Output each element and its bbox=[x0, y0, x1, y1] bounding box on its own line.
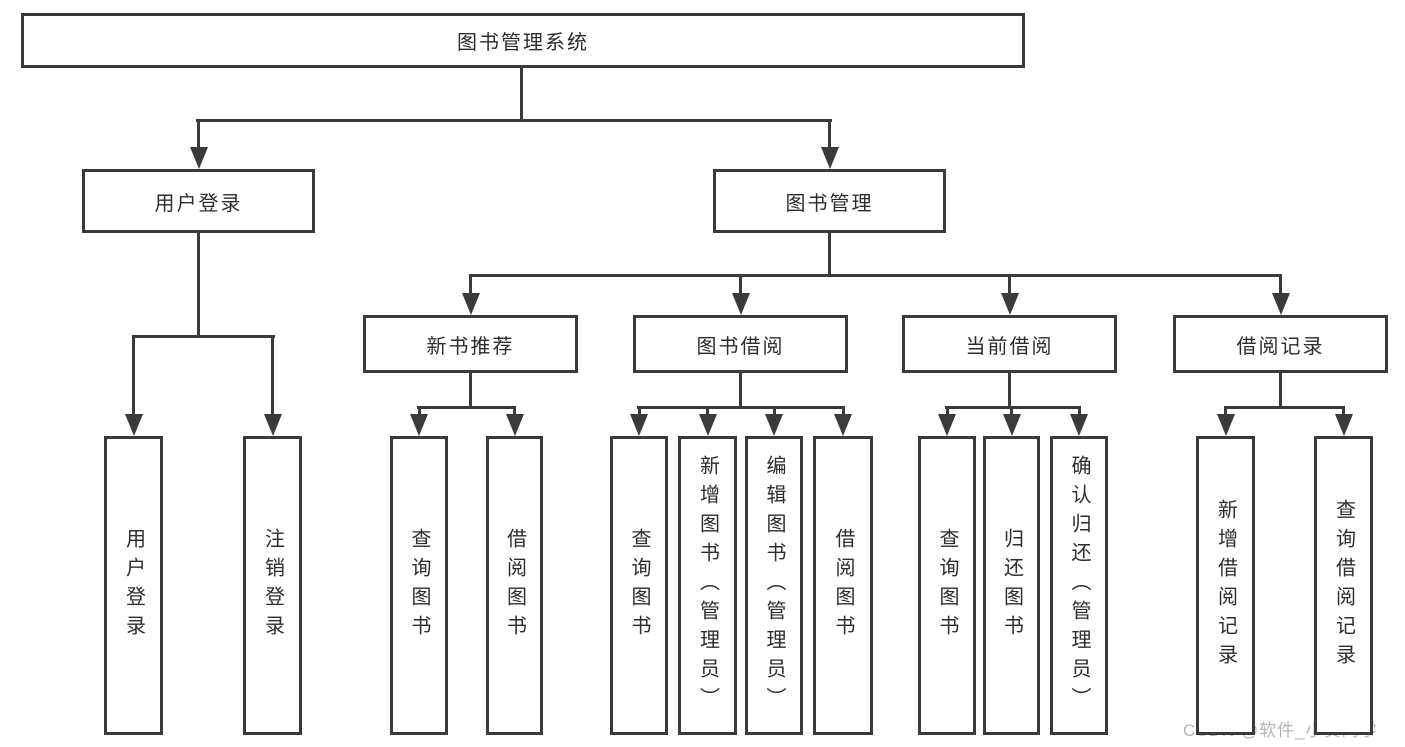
leaf-label: 确认归还（管理员） bbox=[1068, 455, 1090, 716]
leaf-logout: 注销登录 bbox=[243, 436, 302, 735]
leaf-add-books-admin: 新增图书（管理员） bbox=[678, 436, 737, 735]
connector-login-split bbox=[132, 335, 275, 338]
connector-root-trunk bbox=[520, 67, 523, 122]
leaf-query-books-current: 查询图书 bbox=[918, 436, 976, 735]
connector-stem bbox=[772, 406, 776, 416]
leaf-return-books: 归还图书 bbox=[983, 436, 1040, 735]
arrow-down-icon bbox=[1334, 414, 1353, 436]
node-root: 图书管理系统 bbox=[21, 13, 1025, 68]
connector-stem-management bbox=[828, 119, 831, 147]
connector-stem bbox=[271, 335, 274, 414]
arrow-down-icon bbox=[124, 414, 143, 436]
leaf-label: 查询图书 bbox=[408, 527, 430, 644]
leaf-label: 注销登录 bbox=[261, 527, 284, 644]
node-current-borrowing-label: 当前借阅 bbox=[965, 335, 1054, 358]
arrow-down-icon bbox=[1070, 414, 1088, 436]
node-borrow-records-label: 借阅记录 bbox=[1236, 335, 1325, 358]
arrow-down-icon bbox=[1216, 414, 1235, 436]
leaf-label: 用户登录 bbox=[122, 527, 145, 644]
arrow-down-icon bbox=[698, 414, 717, 436]
connector-split bbox=[637, 406, 844, 409]
connector-stem bbox=[417, 406, 421, 416]
connector-stem bbox=[1224, 406, 1227, 416]
connector-stem bbox=[706, 406, 709, 416]
connector-stem bbox=[1010, 406, 1013, 416]
leaf-borrow-books-recommend: 借阅图书 bbox=[486, 436, 543, 735]
arrow-down-icon bbox=[820, 147, 839, 169]
arrow-down-icon bbox=[834, 414, 852, 436]
arrow-down-icon bbox=[1000, 293, 1019, 315]
arrow-down-icon bbox=[765, 414, 783, 436]
node-book-borrowing: 图书借阅 bbox=[633, 315, 848, 373]
connector-stem bbox=[1008, 274, 1011, 293]
leaf-label: 归还图书 bbox=[1000, 527, 1023, 644]
connector-trunk bbox=[469, 373, 472, 409]
connector-stem bbox=[945, 406, 949, 416]
arrow-down-icon bbox=[731, 293, 750, 315]
node-current-borrowing: 当前借阅 bbox=[902, 315, 1117, 373]
leaf-confirm-return-admin: 确认归还（管理员） bbox=[1050, 436, 1108, 735]
leaf-edit-books-admin: 编辑图书（管理员） bbox=[745, 436, 803, 735]
connector-split bbox=[1224, 406, 1345, 409]
node-new-book-recommend-label: 新书推荐 bbox=[426, 335, 515, 358]
leaf-label: 编辑图书（管理员） bbox=[763, 455, 785, 716]
connector-management-trunk bbox=[828, 233, 831, 277]
node-book-borrowing-label: 图书借阅 bbox=[696, 335, 785, 358]
arrow-down-icon bbox=[263, 414, 282, 436]
leaf-query-borrow-record: 查询借阅记录 bbox=[1314, 436, 1373, 735]
node-book-management-label: 图书管理 bbox=[785, 192, 874, 215]
connector-login-trunk bbox=[197, 233, 200, 335]
connector-stem bbox=[841, 406, 845, 416]
connector-management-split bbox=[469, 274, 1282, 277]
arrow-down-icon bbox=[505, 414, 524, 436]
leaf-query-books-recommend: 查询图书 bbox=[390, 436, 448, 735]
connector-stem-login bbox=[197, 119, 200, 147]
connector-stem bbox=[1077, 406, 1081, 416]
node-borrow-records: 借阅记录 bbox=[1173, 315, 1388, 373]
connector-stem bbox=[1279, 274, 1282, 293]
connector-stem bbox=[132, 335, 135, 414]
arrow-down-icon bbox=[189, 147, 208, 169]
node-root-label: 图书管理系统 bbox=[457, 32, 589, 54]
arrow-down-icon bbox=[1002, 414, 1021, 436]
connector-stem bbox=[513, 406, 516, 416]
node-user-login-label: 用户登录 bbox=[154, 192, 243, 215]
arrow-down-icon bbox=[461, 293, 480, 315]
arrow-down-icon bbox=[630, 414, 648, 436]
leaf-label: 查询图书 bbox=[936, 527, 958, 644]
leaf-user-login: 用户登录 bbox=[104, 436, 163, 735]
leaf-label: 新增图书（管理员） bbox=[696, 455, 719, 716]
node-user-login: 用户登录 bbox=[82, 169, 315, 233]
arrow-down-icon bbox=[410, 414, 428, 436]
connector-trunk bbox=[739, 373, 742, 409]
leaf-label: 借阅图书 bbox=[503, 527, 526, 644]
connector-stem bbox=[739, 274, 742, 293]
leaf-borrow-books: 借阅图书 bbox=[813, 436, 873, 735]
connector-stem bbox=[1342, 406, 1345, 416]
leaf-query-books-borrowing: 查询图书 bbox=[610, 436, 668, 735]
leaf-add-borrow-record: 新增借阅记录 bbox=[1196, 436, 1255, 735]
node-new-book-recommend: 新书推荐 bbox=[363, 315, 578, 373]
connector-stem bbox=[637, 406, 641, 416]
arrow-down-icon bbox=[1271, 293, 1290, 315]
leaf-label: 借阅图书 bbox=[832, 527, 854, 644]
leaf-label: 查询图书 bbox=[628, 527, 650, 644]
connector-split bbox=[945, 406, 1081, 409]
connector-split bbox=[417, 406, 516, 409]
connector-stem bbox=[469, 274, 472, 293]
node-book-management: 图书管理 bbox=[713, 169, 946, 233]
connector-trunk bbox=[1279, 373, 1282, 409]
arrow-down-icon bbox=[938, 414, 956, 436]
connector-root-split bbox=[196, 119, 832, 122]
connector-trunk bbox=[1008, 373, 1011, 409]
leaf-label: 查询借阅记录 bbox=[1332, 498, 1355, 673]
leaf-label: 新增借阅记录 bbox=[1214, 498, 1237, 673]
